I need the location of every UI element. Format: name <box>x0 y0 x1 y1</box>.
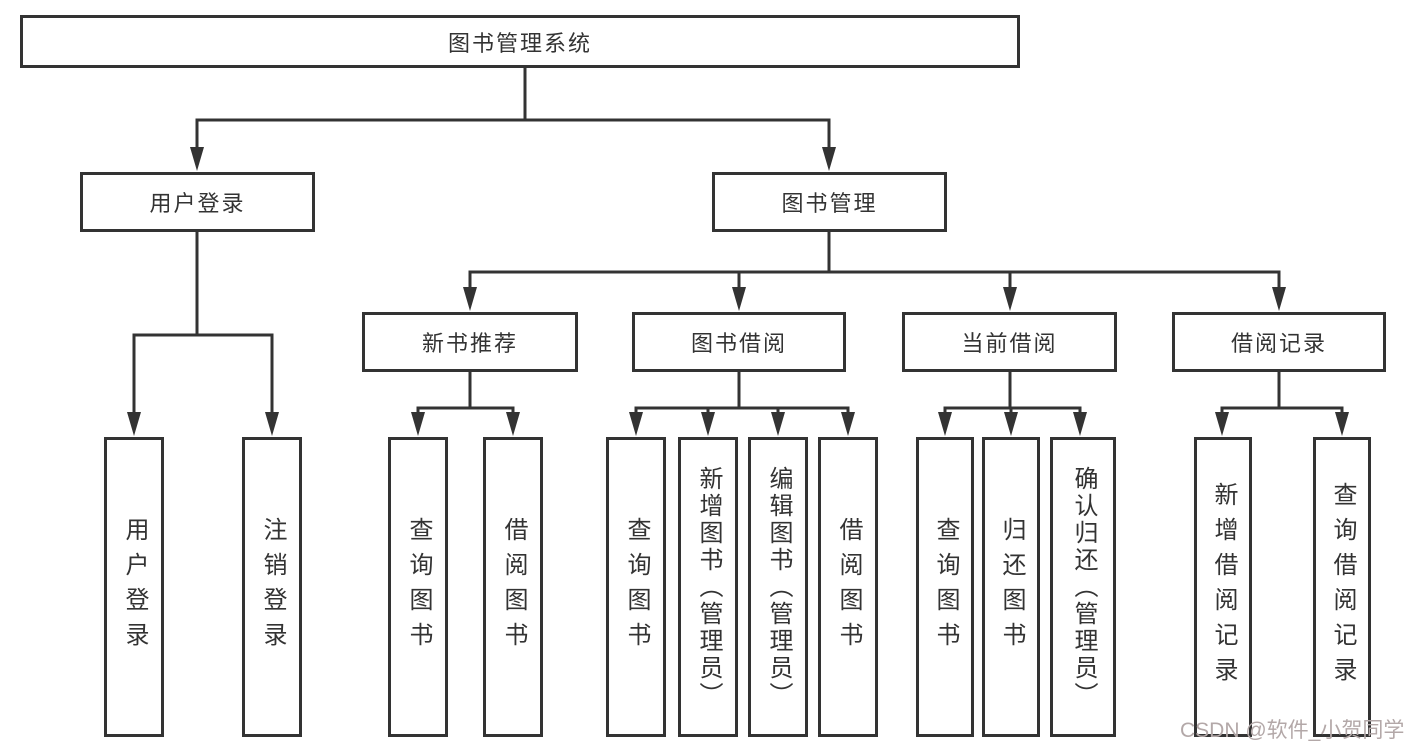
leaf-label: 查询图书 <box>623 517 650 657</box>
leaf-label: 借阅图书 <box>835 517 862 657</box>
leaf-query-books-current: 查询图书 <box>916 437 974 737</box>
leaf-query-books-recommend: 查询图书 <box>388 437 448 737</box>
leaf-label: 确认归还（管理员） <box>1070 465 1097 709</box>
leaf-label: 用户登录 <box>121 517 148 657</box>
leaf-query-borrow-record: 查询借阅记录 <box>1313 437 1371 737</box>
leaf-label: 新增图书（管理员） <box>695 465 722 709</box>
leaf-confirm-return-admin: 确认归还（管理员） <box>1050 437 1116 737</box>
node-label: 当前借阅 <box>961 331 1058 356</box>
node-library-management-system: 图书管理系统 <box>20 15 1020 68</box>
node-book-management: 图书管理 <box>712 172 947 232</box>
leaf-label: 查询借阅记录 <box>1329 482 1356 692</box>
leaf-label: 注销登录 <box>259 517 286 657</box>
leaf-borrow-books: 借阅图书 <box>818 437 878 737</box>
node-borrow-records: 借阅记录 <box>1172 312 1386 372</box>
csdn-watermark: CSDN @软件_小贺同学 <box>1180 719 1405 742</box>
node-label: 图书管理 <box>781 191 878 216</box>
node-label: 图书借阅 <box>690 331 787 356</box>
leaf-query-books-borrowing: 查询图书 <box>606 437 666 737</box>
node-user-login: 用户登录 <box>80 172 315 232</box>
leaf-add-books-admin: 新增图书（管理员） <box>678 437 738 737</box>
node-label: 用户登录 <box>149 191 246 216</box>
leaf-label: 归还图书 <box>998 517 1025 657</box>
node-label: 借阅记录 <box>1230 331 1327 356</box>
leaf-logout: 注销登录 <box>242 437 302 737</box>
leaf-label: 编辑图书（管理员） <box>765 465 792 709</box>
node-current-borrowing: 当前借阅 <box>902 312 1117 372</box>
leaf-label: 新增借阅记录 <box>1210 482 1237 692</box>
node-label: 图书管理系统 <box>447 30 592 56</box>
node-label: 新书推荐 <box>421 331 518 356</box>
node-book-borrowing: 图书借阅 <box>632 312 846 372</box>
leaf-add-borrow-record: 新增借阅记录 <box>1194 437 1252 737</box>
leaf-label: 借阅图书 <box>500 517 527 657</box>
leaf-label: 查询图书 <box>932 517 959 657</box>
leaf-user-login: 用户登录 <box>104 437 164 737</box>
leaf-return-books: 归还图书 <box>982 437 1040 737</box>
node-new-book-recommendation: 新书推荐 <box>362 312 578 372</box>
leaf-label: 查询图书 <box>405 517 432 657</box>
leaf-edit-books-admin: 编辑图书（管理员） <box>748 437 808 737</box>
leaf-borrow-books-recommend: 借阅图书 <box>483 437 543 737</box>
